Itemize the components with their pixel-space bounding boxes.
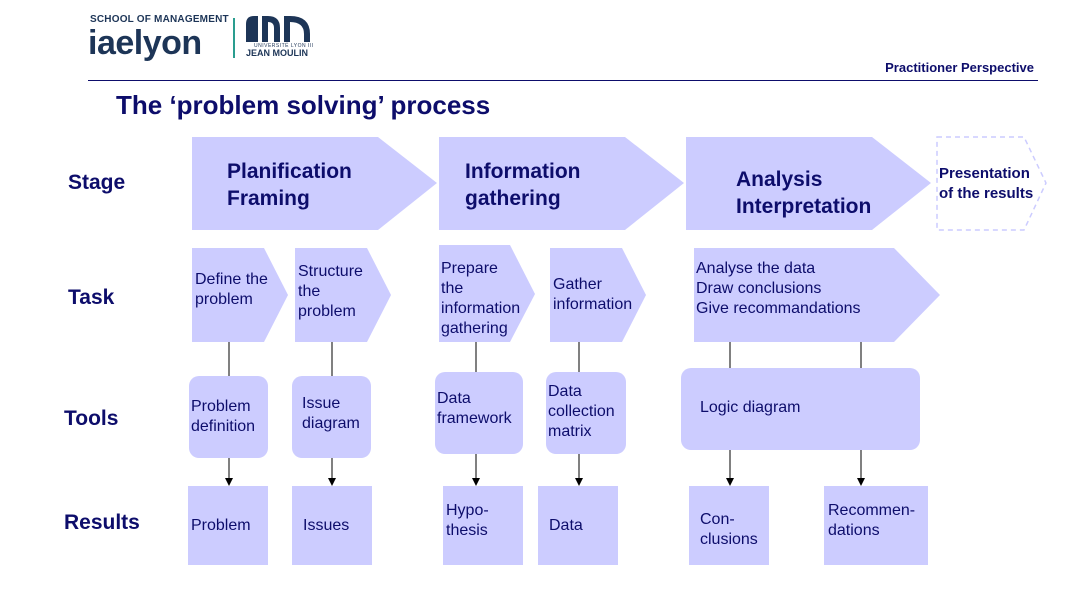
tool-5: Logic diagram: [700, 398, 801, 418]
tool-3: Data framework: [437, 389, 512, 429]
task-5-line: Draw conclusions: [696, 280, 822, 297]
result-4-line: Data: [549, 517, 583, 534]
result-3: Hypo- thesis: [446, 501, 489, 541]
task-4: Gather information: [553, 275, 632, 315]
task-1-line: problem: [195, 291, 253, 308]
stage-3-line1: Analysis: [736, 168, 823, 191]
stage-3: Analysis Interpretation: [736, 166, 871, 220]
stage-1: Planification Framing: [227, 158, 352, 212]
task-4-line: Gather: [553, 276, 602, 293]
result-box-5: [689, 486, 769, 565]
task-2-line: Structure: [298, 263, 363, 280]
stage-4: Presentation of the results: [939, 164, 1033, 204]
logo-iaelyon: iaelyon: [88, 24, 202, 62]
result-box-6: [824, 486, 928, 565]
logo-separator: [233, 18, 235, 58]
stage-arrow-3: [686, 137, 931, 230]
tool-box-2: [292, 376, 371, 458]
task-4-line: information: [553, 296, 633, 313]
stage-4-line1: Presentation: [939, 165, 1030, 182]
result-1: Problem: [191, 516, 251, 536]
stage-arrow-1: [192, 137, 437, 230]
row-label-tools: Tools: [64, 407, 119, 430]
tool-3-line: framework: [437, 410, 512, 427]
stage-1-line1: Planification: [227, 160, 352, 183]
task-arrow-2: [295, 248, 391, 342]
task-3-line: information: [441, 300, 521, 317]
stage-2-line1: Information: [465, 160, 581, 183]
logo-jean-moulin: JEAN MOULIN: [246, 48, 309, 58]
stage-2-line2: gathering: [465, 187, 561, 210]
tool-1: Problem definition: [191, 397, 255, 437]
tool-box-3: [435, 372, 523, 454]
task-3-line: the: [441, 280, 464, 297]
tool-4-line: Data: [548, 383, 582, 400]
result-5: Con- clusions: [700, 510, 758, 550]
tool-2: Issue diagram: [302, 394, 360, 434]
header-rule: [88, 80, 1038, 81]
result-6: Recommen- dations: [828, 501, 915, 541]
result-box-1: [188, 486, 268, 565]
result-5-line: clusions: [700, 531, 758, 548]
stage-2: Information gathering: [465, 158, 581, 212]
tool-3-line: Data: [437, 390, 471, 407]
tool-4: Data collection matrix: [548, 382, 615, 442]
slide-title: The ‘problem solving’ process: [116, 90, 491, 120]
row-label-results: Results: [64, 511, 140, 534]
task-3-line: Prepare: [441, 260, 498, 277]
tool-2-line: Issue: [302, 395, 341, 412]
task-arrow-3: [439, 245, 535, 342]
task-2-line: problem: [298, 303, 356, 320]
result-3-line: thesis: [446, 522, 488, 539]
result-6-line: Recommen-: [828, 502, 916, 519]
result-box-4: [538, 486, 618, 565]
result-1-line: Problem: [191, 517, 251, 534]
row-label-stage: Stage: [68, 171, 126, 194]
task-5-line: Analyse the data: [696, 260, 816, 277]
stage-1-line2: Framing: [227, 187, 310, 210]
result-box-3: [443, 486, 523, 565]
result-5-line: Con-: [700, 511, 735, 528]
tool-box-4: [546, 372, 626, 454]
tool-4-line: collection: [548, 403, 615, 420]
result-6-line: dations: [828, 522, 880, 539]
stage-arrow-4: [936, 136, 1047, 231]
stage-3-line2: Interpretation: [736, 195, 872, 218]
tool-2-line: diagram: [302, 415, 360, 432]
task-3-line: gathering: [441, 320, 508, 337]
tool-1-line: Problem: [191, 398, 251, 415]
tool-5-line: Logic diagram: [700, 399, 801, 416]
task-5-line: Give recommandations: [696, 300, 861, 317]
task-arrow-4: [550, 248, 646, 342]
task-arrow-1: [192, 248, 288, 342]
perspective-label: Practitioner Perspective: [885, 60, 1034, 75]
stage-4-line2: of the results: [939, 185, 1034, 202]
logo-universite: UNIVERSITÉ LYON III: [254, 43, 314, 49]
task-arrow-5: [694, 248, 940, 342]
task-2-line: the: [298, 283, 321, 300]
task-1-line: Define the: [195, 271, 268, 288]
stage-arrow-2: [439, 137, 684, 230]
task-1: Define the problem: [195, 270, 268, 310]
result-4: Data: [549, 516, 583, 536]
tool-box-5: [681, 368, 920, 450]
tool-4-line: matrix: [548, 423, 592, 440]
row-label-task: Task: [68, 286, 115, 309]
logo-school-of-management: SCHOOL OF MANAGEMENT: [90, 14, 229, 25]
task-5: Analyse the data Draw conclusions Give r…: [696, 259, 861, 319]
result-2: Issues: [303, 516, 349, 536]
tool-1-line: definition: [191, 418, 256, 435]
jean-moulin-logo-mark-icon: [246, 16, 310, 42]
tool-box-1: [189, 376, 268, 458]
task-3: Prepare the information gathering: [441, 259, 520, 339]
result-2-line: Issues: [303, 517, 350, 534]
result-box-2: [292, 486, 372, 565]
result-3-line: Hypo-: [446, 502, 489, 519]
task-2: Structure the problem: [298, 262, 363, 322]
